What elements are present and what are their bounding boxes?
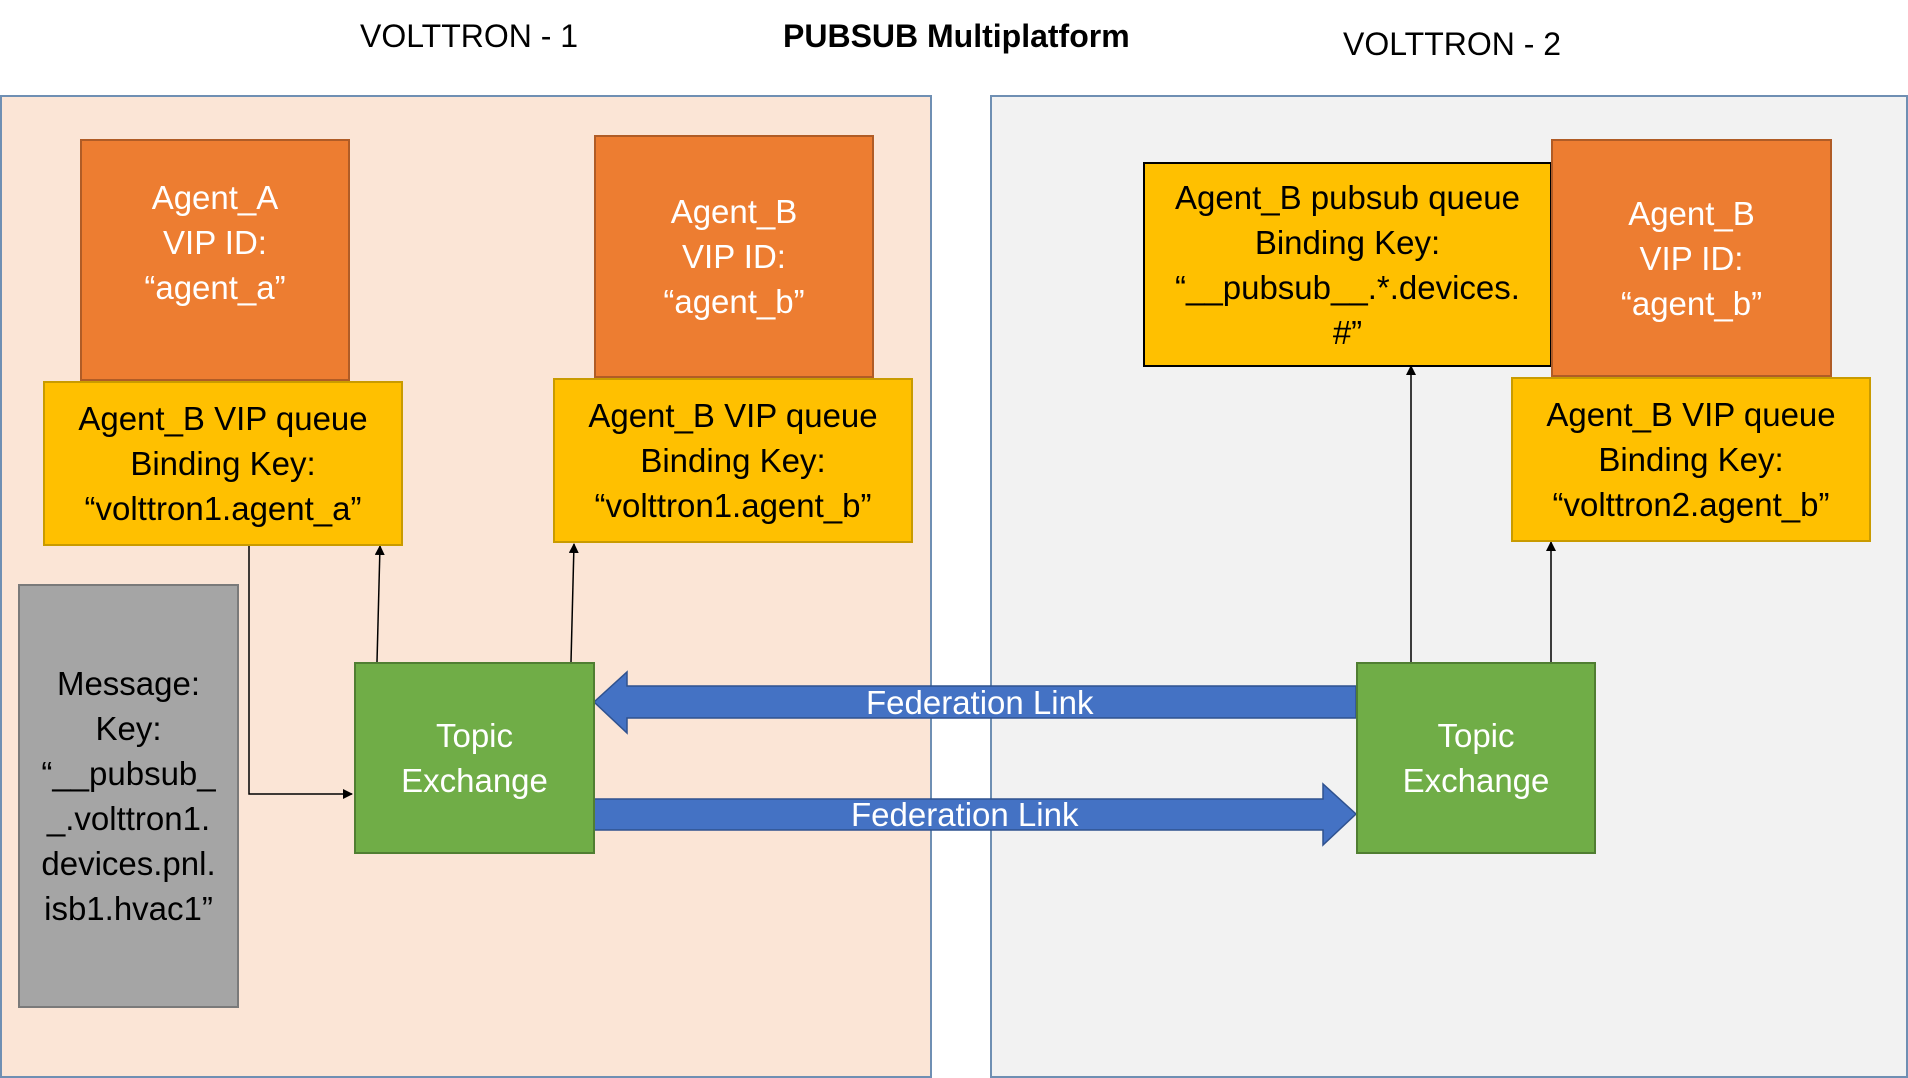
topic-exchange-line-1: Topic [1437,717,1515,754]
topic-exchange-v2: Topic Exchange [1356,662,1596,854]
topic-exchange-line-2: Exchange [1402,762,1550,799]
queue-title: Agent_B pubsub queue [1175,178,1520,216]
exchange-to-queue-b-arrow [568,543,579,663]
federation-link-top-label: Federation Link [866,684,1094,721]
agent-b-vip-label: VIP ID: [682,238,786,275]
agent-b-box-v1: Agent_B VIP ID: “agent_b” [594,135,874,378]
binding-key-value-line-2: #” [1332,313,1363,351]
agent-a-box: Agent_A VIP ID: “agent_a” [80,139,350,381]
topic-exchange-line-1: Topic [435,717,514,754]
topic-exchange-line-2: Exchange [401,762,548,799]
agent-a-name: Agent_A [151,179,279,216]
agent-b-vip-label: VIP ID: [1639,239,1744,277]
vip-queue-agent-a: Agent_B VIP queue Binding Key: “volttron… [43,381,403,546]
federation-link-top-arrow [592,670,1357,735]
agent-a-vip-id: “agent_a” [144,269,286,306]
pubsub-queue-agent-b: Agent_B pubsub queue Binding Key: “__pub… [1143,162,1552,367]
message-key-line-1: “__pubsub_ [41,755,216,792]
binding-key-value: “volttron1.agent_a” [84,490,362,527]
message-key-line-2: _.volttron1. [46,800,211,837]
queue-title: Agent_B VIP queue [1546,396,1836,433]
agent-b-name: Agent_B [670,193,798,230]
queue-title: Agent_B VIP queue [588,397,878,434]
queue-title: Agent_B VIP queue [78,400,368,437]
message-route-line [248,546,353,799]
volttron-1-label: VOLTTRON - 1 [360,18,579,54]
message-key-line-4: isb1.hvac1” [44,890,213,927]
agent-b-vip-id: “agent_b” [1620,284,1763,322]
message-label: Message: [56,665,201,702]
agent-a-vip-label: VIP ID: [163,224,267,261]
agent-b-box-v2: Agent_B VIP ID: “agent_b” [1551,139,1832,377]
topic-exchange-v1: Topic Exchange [354,662,595,854]
binding-key-value: “volttron2.agent_b” [1552,486,1830,523]
message-box: Message: Key: “__pubsub_ _.volttron1. de… [18,584,239,1008]
vip-queue-agent-b-v1: Agent_B VIP queue Binding Key: “volttron… [553,378,913,543]
federation-link-bottom-arrow [593,782,1358,847]
volttron-2-label: VOLTTRON - 2 [1343,26,1562,62]
federation-link-bottom-label: Federation Link [851,796,1079,833]
binding-key-label: Binding Key: [1254,223,1441,261]
binding-key-value-line-1: “__pubsub__.*.devices. [1175,268,1520,306]
agent-b-vip-id: “agent_b” [663,283,805,320]
message-key-line-3: devices.pnl. [41,845,216,882]
binding-key-label: Binding Key: [1598,441,1784,478]
binding-key-label: Binding Key: [640,442,826,479]
message-key-label: Key: [95,710,162,747]
binding-key-label: Binding Key: [130,445,316,482]
diagram-title: PUBSUB Multiplatform [783,18,1130,54]
vip-queue-agent-b-v2: Agent_B VIP queue Binding Key: “volttron… [1511,377,1871,542]
agent-b-name: Agent_B [1628,194,1755,232]
binding-key-value: “volttron1.agent_b” [594,487,872,524]
exchange-to-queue-a-arrow [374,545,385,663]
